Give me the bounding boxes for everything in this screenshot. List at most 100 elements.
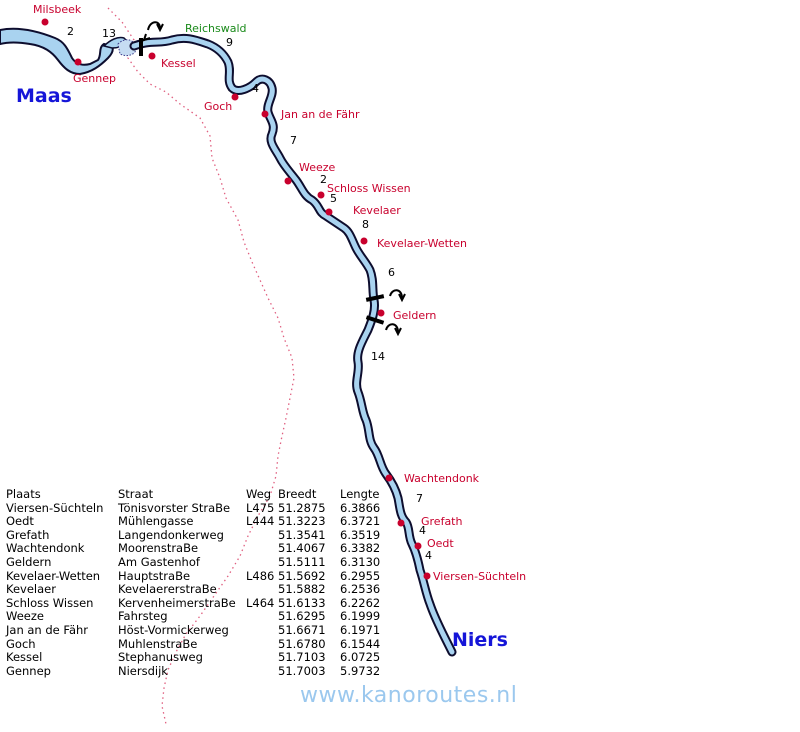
cell-weg: L486 (246, 568, 275, 583)
cell-breedt: 51.6295 (278, 609, 326, 624)
place-dot-kessel (148, 52, 156, 60)
cell-straat: Mühlengasse (118, 514, 194, 529)
cell-straat: Am Gastenhof (118, 554, 200, 569)
cell-straat: Niersdijk (118, 663, 168, 678)
table-row: Weeze Fahrsteg 51.6295 6.1999 (6, 610, 390, 624)
place-label-schloss-wissen: Schloss Wissen (327, 182, 411, 195)
cell-weg (246, 542, 278, 556)
place-label-kessel: Kessel (161, 57, 196, 70)
place-dot-schloss-wissen (317, 191, 325, 199)
place-dot-geldern (377, 309, 385, 317)
segment-distance: 5 (330, 192, 337, 205)
cell-weg (246, 529, 278, 543)
table-row: Geldern Am Gastenhof 51.5111 6.3130 (6, 554, 390, 570)
cell-lengte: 6.3382 (340, 541, 381, 556)
place-label-jan-an-de-fahr: Jan an de Fähr (280, 108, 360, 121)
cell-straat: Fahrsteg (118, 609, 168, 624)
place-label-wachtendonk: Wachtendonk (404, 472, 480, 485)
cell-lengte: 5.9732 (340, 663, 381, 678)
cell-plaats: Schloss Wissen (6, 595, 94, 610)
cell-lengte: 6.0725 (340, 650, 381, 665)
place-label-gennep: Gennep (73, 72, 116, 85)
place-dot-oedt (414, 542, 422, 550)
cell-lengte: 6.2955 (340, 568, 381, 583)
place-dots (41, 18, 431, 580)
weir-marker (365, 294, 385, 302)
niers-river (129, 33, 457, 657)
cell-lengte: 6.2536 (340, 582, 381, 597)
segment-distance: 7 (416, 492, 423, 505)
cell-lengte: 6.1544 (340, 636, 381, 651)
segment-distance: 8 (362, 218, 369, 231)
place-label-weeze: Weeze (299, 161, 336, 174)
cell-plaats: Goch (6, 636, 36, 651)
segment-distance: 6 (388, 266, 395, 279)
cell-plaats: Geldern (6, 554, 52, 569)
weir-marker (365, 315, 385, 325)
cell-breedt: 51.6780 (278, 636, 326, 651)
place-label-kevelaer: Kevelaer (353, 204, 401, 217)
cell-plaats: Viersen-Süchteln (6, 500, 104, 515)
place-label-kevelaer-wetten: Kevelaer-Wetten (377, 237, 467, 250)
cell-breedt: 51.5111 (278, 554, 326, 569)
cell-weg (246, 624, 278, 638)
place-label-grefath: Grefath (421, 515, 462, 528)
cell-straat: Höst-Vormickerweg (118, 622, 229, 637)
cell-breedt: 51.6133 (278, 595, 326, 610)
segment-distance: 4 (419, 524, 426, 537)
portage-arrow-icon (389, 289, 406, 303)
cell-straat: KevelaererstraBe (118, 582, 217, 597)
cell-lengte: 6.3519 (340, 527, 381, 542)
weir-marker (139, 38, 143, 56)
place-label-oedt: Oedt (427, 537, 454, 550)
maas-river (0, 27, 114, 76)
cell-lengte: 6.3866 (340, 500, 381, 515)
place-label-geldern: Geldern (393, 309, 436, 322)
place-dot-wachtendonk (385, 474, 393, 482)
cell-weg: L444 (246, 514, 275, 529)
segment-distance: 9 (226, 36, 233, 49)
table-row: Jan an de Fähr Höst-Vormickerweg 51.6671 6.… (6, 622, 390, 638)
place-dot-kevelaer (325, 208, 333, 216)
segment-distance: 2 (67, 25, 74, 38)
cell-breedt: 51.6671 (278, 622, 326, 637)
cell-plaats: Kevelaer-Wetten (6, 568, 101, 583)
cell-plaats: Oedt (6, 514, 34, 529)
cell-lengte: 6.3130 (340, 554, 381, 569)
place-dot-viersen-suchteln (423, 572, 431, 580)
cell-plaats: Weeze (6, 609, 44, 624)
cell-lengte: 6.3721 (340, 514, 381, 529)
cell-weg (246, 610, 278, 624)
cell-straat: HauptstraBe (118, 568, 191, 583)
place-label-viersen-suchteln: Viersen-Süchteln (433, 570, 526, 583)
portage-arrow-icon (142, 21, 164, 42)
cell-straat: MoorenstraBe (118, 541, 199, 556)
cell-weg (246, 651, 278, 665)
cell-straat: KervenheimerstraBe (118, 595, 236, 610)
segment-distance: 14 (371, 350, 385, 363)
segment-distance: 7 (290, 134, 297, 147)
cell-lengte: 6.1999 (340, 609, 381, 624)
cell-lengte: 6.2262 (340, 595, 381, 610)
table-header-row: Plaats Straat Weg Breedt Lengte (6, 487, 390, 502)
cell-lengte: 6.1971 (340, 622, 381, 637)
place-dot-milsbeek (41, 18, 49, 26)
segment-distance: 4 (252, 82, 259, 95)
column-header-breedt: Breedt (278, 487, 317, 501)
cell-breedt: 51.7103 (278, 650, 326, 665)
cell-weg: L475 (246, 500, 275, 515)
cell-weg (246, 638, 278, 652)
segment-distance: 4 (425, 549, 432, 562)
cell-plaats: Jan an de Fähr (6, 622, 89, 637)
place-dot-grefath (397, 519, 405, 527)
cell-plaats: Wachtendonk (6, 541, 85, 556)
place-dot-kevelaer-wetten (360, 237, 368, 245)
cell-breedt: 51.2875 (278, 500, 326, 515)
